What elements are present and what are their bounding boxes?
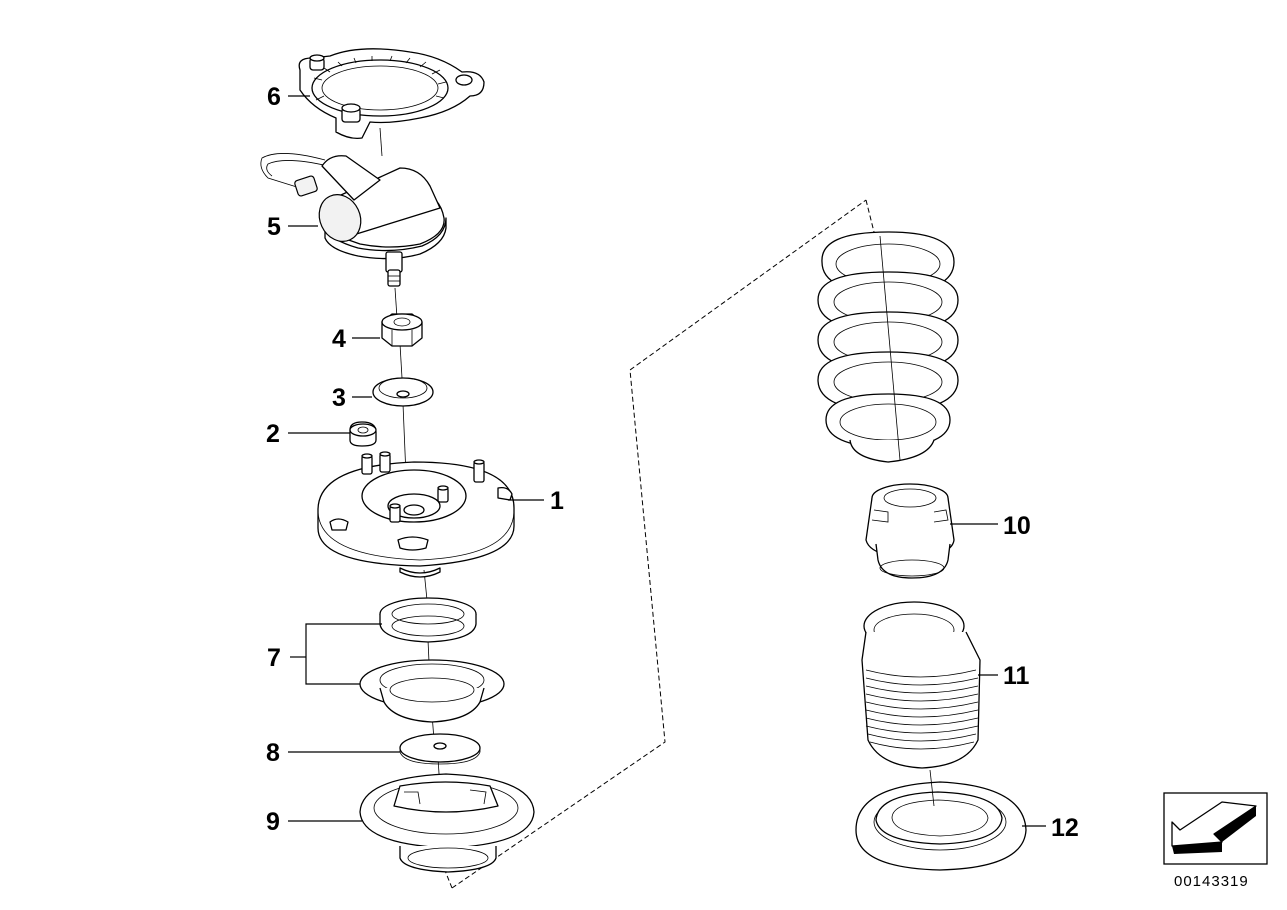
callout-10: 10 [1003, 512, 1031, 540]
callout-12: 12 [1051, 814, 1079, 842]
part-4-nut [381, 313, 423, 347]
part-5-sensor-cap [260, 153, 447, 287]
leader-lines [288, 95, 1046, 827]
orientation-arrow-box [1163, 792, 1268, 865]
callout-labels: 6 5 4 3 2 1 7 8 9 10 11 12 [266, 83, 1079, 842]
part-3-washer [372, 377, 434, 407]
direction-arrow-icon [1171, 801, 1257, 847]
callout-2: 2 [266, 420, 280, 448]
callout-11: 11 [1003, 662, 1030, 690]
diagram-reference-number: 00143319 [1174, 873, 1249, 890]
part-10-bump-stop [865, 483, 955, 579]
part-2-small-nut [349, 421, 377, 447]
coil-spring [817, 231, 959, 463]
callout-8: 8 [266, 739, 280, 767]
callout-7: 7 [267, 644, 281, 672]
part-6-cover-plate [298, 48, 485, 140]
callout-9: 9 [266, 808, 280, 836]
assembly-connection-line [451, 199, 867, 889]
callout-5: 5 [267, 213, 281, 241]
part-9-spring-seat [359, 773, 535, 873]
callout-1: 1 [550, 487, 564, 515]
part-12-spring-pad [855, 769, 1027, 871]
callout-4: 4 [332, 325, 346, 353]
part-7-bearing [359, 597, 505, 723]
part-8-washer [399, 733, 481, 765]
part-1-strut-mount [317, 451, 515, 578]
part-11-protective-boot [861, 601, 981, 769]
callout-6: 6 [267, 83, 281, 111]
callout-3: 3 [332, 384, 346, 412]
